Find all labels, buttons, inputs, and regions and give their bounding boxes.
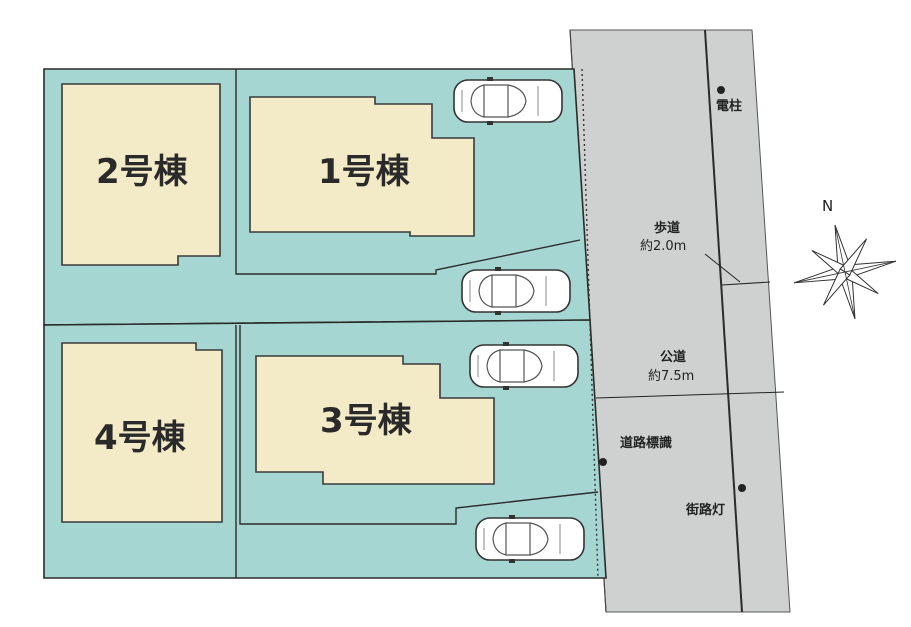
sidewalk-label: 歩道: [654, 220, 680, 236]
building-4-label: 4号棟: [94, 418, 187, 458]
car-icon: [469, 341, 579, 391]
building-3: [255, 355, 495, 485]
car-icon: [461, 266, 571, 316]
sidewalk-curb-line: [704, 29, 743, 613]
public-road-label: 公道: [660, 349, 686, 365]
sidewalk-leader-line: [704, 253, 741, 283]
street-light-label: 街路灯: [685, 502, 725, 518]
public-road-dimension-line: [595, 391, 785, 399]
building-2: [61, 83, 221, 266]
sidewalk-width: 約2.0m: [640, 239, 686, 254]
north-label: N: [822, 197, 833, 215]
building-1: [249, 96, 475, 237]
building-3-label: 3号棟: [320, 401, 413, 441]
road-sign-marker: [599, 458, 607, 466]
sidewalk-dimension-line: [721, 281, 771, 286]
lot-line-3: [239, 325, 599, 525]
utility-pole-label: 電柱: [716, 98, 742, 114]
street-light-marker: [738, 484, 746, 492]
car-icon: [453, 76, 563, 126]
building-1-label: 1号棟: [318, 152, 411, 192]
building-2-label: 2号棟: [96, 152, 189, 192]
utility-pole-marker: [717, 86, 725, 94]
lot-line-1: [235, 69, 581, 275]
road-sign-label: 道路標識: [620, 435, 672, 451]
compass-rose-icon: [793, 224, 897, 320]
building-4: [61, 342, 223, 523]
public-road-width: 約7.5m: [648, 369, 694, 384]
car-icon: [475, 514, 585, 564]
